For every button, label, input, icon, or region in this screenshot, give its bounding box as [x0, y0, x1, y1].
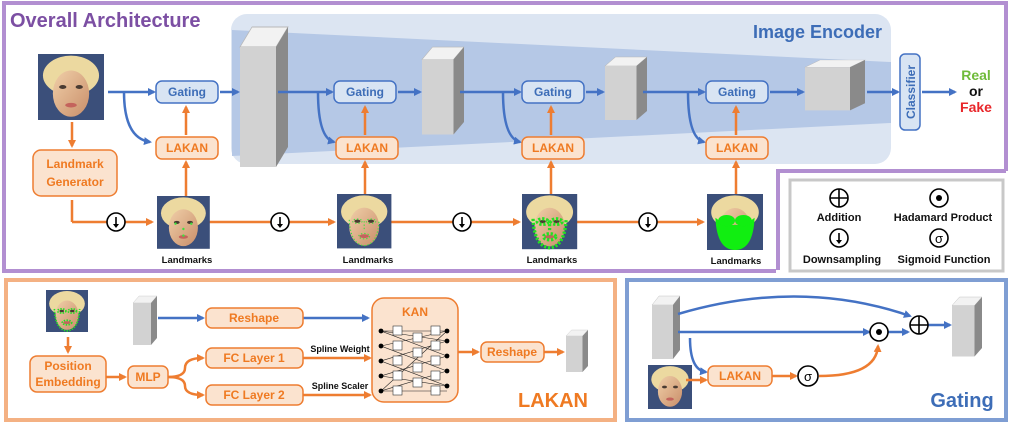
- kan-block: KAN: [371, 297, 459, 403]
- output-real: Real: [961, 67, 991, 83]
- sigmoid-icon: σ: [929, 228, 949, 248]
- gating-box-4: Gating: [705, 80, 769, 104]
- downsampling-icon: [106, 212, 126, 232]
- lakan-box-1: LAKAN: [155, 136, 219, 160]
- lakan-box-2: LAKAN: [335, 136, 399, 160]
- downsampling-icon: [452, 212, 472, 232]
- svg-text:KAN: KAN: [402, 305, 428, 319]
- input-face-image: [38, 54, 104, 120]
- svg-text:Reshape: Reshape: [487, 345, 537, 359]
- landmark-face-4: [707, 194, 763, 250]
- landmarks-label-1: Landmarks: [162, 255, 213, 266]
- svg-text:σ: σ: [935, 231, 943, 246]
- landmark-face-1: [157, 196, 210, 249]
- lakan-panel-title: LAKAN: [518, 390, 588, 412]
- legend-sigmoid-label: Sigmoid Function: [898, 254, 991, 266]
- lakan-box-3: LAKAN: [521, 136, 585, 160]
- gating-landmark-face: [648, 365, 692, 409]
- svg-text:FC Layer 2: FC Layer 2: [223, 388, 285, 402]
- svg-text:Gating: Gating: [346, 85, 384, 99]
- svg-text:Landmark: Landmark: [46, 157, 104, 171]
- svg-text:Position: Position: [44, 359, 91, 373]
- mlp-box: MLP: [127, 365, 169, 389]
- svg-text:Embedding: Embedding: [35, 375, 100, 389]
- legend-downsampling-label: Downsampling: [803, 254, 881, 266]
- gating-sigmoid-icon: σ: [797, 365, 819, 387]
- lakan-input-feature: [132, 295, 158, 346]
- gating-addition-icon: [909, 315, 929, 335]
- reshape-box-input: Reshape: [205, 307, 304, 329]
- legend-addition-label: Addition: [817, 212, 862, 224]
- lakan-box-4: LAKAN: [705, 136, 769, 160]
- lakan-output-feature: [565, 329, 589, 373]
- spline-weight-label: Spline Weight: [310, 344, 369, 354]
- classifier-box: Classifier: [899, 53, 921, 131]
- image-encoder-title: Image Encoder: [753, 22, 882, 42]
- fc-layer-1-box: FC Layer 1: [205, 347, 304, 369]
- svg-text:FC Layer 1: FC Layer 1: [223, 351, 285, 365]
- svg-text:Gating: Gating: [718, 85, 756, 99]
- spline-scaler-label: Spline Scaler: [312, 381, 369, 391]
- gating-box-2: Gating: [333, 80, 397, 104]
- gating-panel-title: Gating: [930, 390, 993, 412]
- svg-text:LAKAN: LAKAN: [716, 141, 758, 155]
- landmarks-label-3: Landmarks: [527, 255, 578, 266]
- feature-block-1: [239, 26, 289, 168]
- svg-text:Classifier: Classifier: [904, 65, 918, 119]
- hadamard-product-icon: [929, 188, 949, 208]
- landmarks-label-4: Landmarks: [711, 256, 762, 267]
- legend-panel: [788, 178, 1005, 273]
- overall-title: Overall Architecture: [10, 10, 200, 32]
- fc-layer-2-box: FC Layer 2: [205, 384, 304, 406]
- output-fake: Fake: [960, 99, 992, 115]
- svg-text:Reshape: Reshape: [229, 311, 279, 325]
- legend-hadamard-label: Hadamard Product: [894, 212, 993, 224]
- feature-block-4: [804, 59, 866, 112]
- svg-text:MLP: MLP: [135, 370, 160, 384]
- addition-icon: [829, 188, 849, 208]
- lakan-landmark-face: [46, 290, 88, 332]
- landmark-face-2: [337, 194, 392, 249]
- feature-block-2: [421, 46, 465, 136]
- gating-lakan-box: LAKAN: [707, 365, 773, 387]
- downsampling-icon: [829, 228, 849, 248]
- svg-text:Gating: Gating: [168, 85, 206, 99]
- feature-block-3: [604, 56, 648, 121]
- svg-text:LAKAN: LAKAN: [166, 141, 208, 155]
- position-embedding-box: Position Embedding: [29, 355, 107, 393]
- landmarks-label-2: Landmarks: [343, 255, 394, 266]
- gating-box-1: Gating: [155, 80, 219, 104]
- downsampling-icon: [270, 212, 290, 232]
- svg-text:Gating: Gating: [534, 85, 572, 99]
- landmark-generator-box: Landmark Generator: [32, 149, 118, 197]
- downsampling-icon: [638, 212, 658, 232]
- svg-text:LAKAN: LAKAN: [346, 141, 388, 155]
- gating-input-feature: [651, 295, 681, 360]
- svg-text:Generator: Generator: [46, 175, 104, 189]
- gating-box-3: Gating: [521, 80, 585, 104]
- svg-text:σ: σ: [804, 369, 812, 384]
- landmark-face-3: [522, 194, 578, 250]
- reshape-box-output: Reshape: [480, 341, 545, 363]
- svg-text:LAKAN: LAKAN: [719, 369, 761, 383]
- output-or: or: [969, 83, 984, 99]
- gating-output-feature: [951, 296, 983, 357]
- svg-text:LAKAN: LAKAN: [532, 141, 574, 155]
- gating-hadamard-icon: [869, 322, 889, 342]
